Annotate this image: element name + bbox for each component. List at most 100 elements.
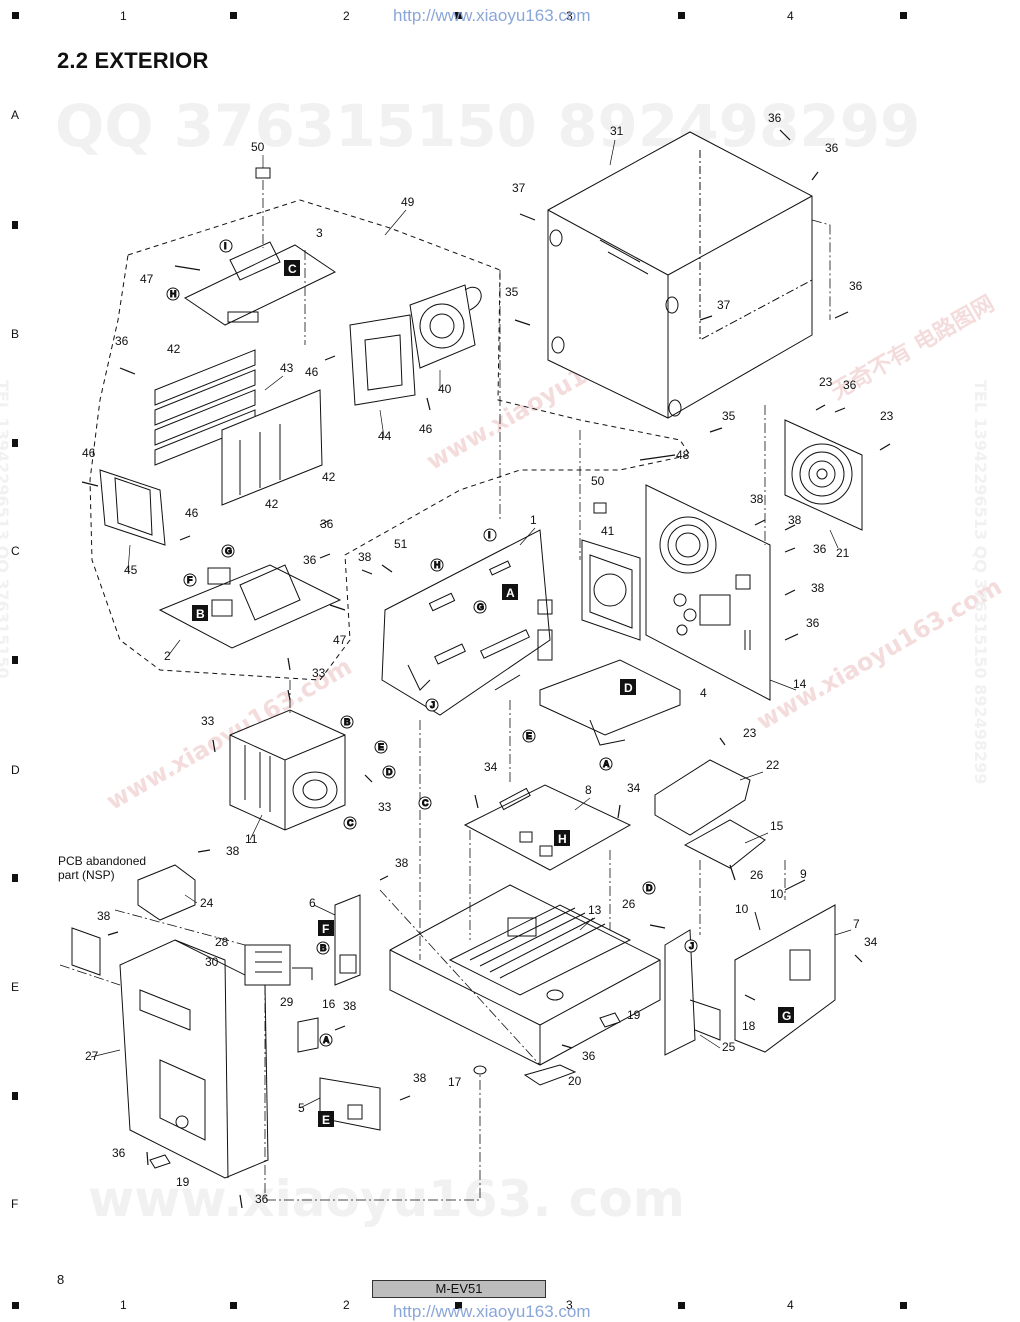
part-number-13: 13 — [588, 903, 602, 917]
part-number-38: 38 — [413, 1071, 427, 1085]
column-number-1: 1 — [120, 9, 127, 23]
part-number-46: 46 — [185, 506, 199, 520]
pcb-d — [539, 659, 681, 746]
part-number-50: 50 — [591, 474, 605, 488]
part-number-51: 51 — [394, 537, 408, 551]
pcb-c — [183, 241, 337, 326]
connector-i: I — [224, 241, 227, 251]
part-number-36: 36 — [813, 542, 827, 556]
part-number-38: 38 — [788, 513, 802, 527]
part-number-7: 7 — [853, 917, 860, 931]
transformer — [229, 709, 346, 831]
pcb-g — [734, 904, 836, 1053]
part-number-36: 36 — [303, 553, 317, 567]
rear-panel — [645, 484, 771, 701]
grid-marker — [455, 12, 462, 19]
row-label-d: D — [11, 763, 20, 777]
footer-column-number-4: 4 — [787, 1298, 794, 1312]
part-number-41: 41 — [601, 524, 615, 538]
grid-marker — [12, 12, 19, 19]
part-number-38: 38 — [395, 856, 409, 870]
part-number-16: 16 — [322, 997, 336, 1011]
part-number-10: 10 — [770, 887, 784, 901]
part-number-42: 42 — [167, 342, 181, 356]
front-panel — [119, 939, 269, 1179]
part-number-9: 9 — [800, 867, 807, 881]
part-number-1: 1 — [530, 513, 537, 527]
part-number-31: 31 — [610, 124, 624, 138]
watermark-qq: QQ 376315150 892498299 — [55, 92, 921, 160]
part-number-3: 3 — [316, 226, 323, 240]
watermark-bottom: www.xiaoyu163. com — [88, 1170, 685, 1228]
pcb-letter-a: A — [506, 586, 515, 600]
connector-a: A — [323, 1035, 330, 1045]
pcb-e — [319, 1077, 381, 1131]
part-number-33: 33 — [201, 714, 215, 728]
grid-marker — [230, 1302, 237, 1309]
frame-41 — [581, 539, 641, 641]
part-number-36: 36 — [768, 111, 782, 125]
grid-marker — [12, 221, 18, 229]
part-17 — [473, 1065, 487, 1075]
part-number-24: 24 — [200, 896, 214, 910]
footer-column-number-3: 3 — [566, 1298, 573, 1312]
footer-url[interactable]: http://www.xiaoyu163.com — [393, 1302, 591, 1321]
part-19 — [599, 1012, 621, 1028]
part-number-28: 28 — [215, 935, 229, 949]
header-url[interactable]: http://www.xiaoyu163.com — [393, 6, 591, 25]
connector-j: J — [689, 941, 694, 951]
part-20 — [523, 1064, 577, 1086]
footer-column-number-1: 1 — [120, 1298, 127, 1312]
part-number-callouts: 1 2 3 4 5 6 7 8 9 10 10 11 13 14 15 16 1… — [82, 111, 894, 1206]
grid-marker — [12, 439, 18, 447]
part-number-10: 10 — [735, 902, 749, 916]
grid-marker — [900, 1302, 907, 1309]
pcb-letter-d: D — [624, 681, 633, 695]
pcb-letter-h: H — [558, 832, 567, 846]
grid-marker — [455, 1302, 462, 1309]
part-number-23: 23 — [819, 375, 833, 389]
part-number-33: 33 — [378, 800, 392, 814]
part-number-11: 11 — [245, 832, 258, 846]
connector-b: B — [344, 717, 351, 727]
pcb-letter-b: B — [196, 607, 205, 621]
part-number-5: 5 — [298, 1101, 305, 1115]
connector-c: C — [347, 818, 354, 828]
part-number-38: 38 — [343, 999, 357, 1013]
part-number-23: 23 — [880, 409, 894, 423]
bracket-45 — [99, 469, 166, 546]
grid-marker — [230, 12, 237, 19]
part-50 — [593, 502, 607, 514]
connector-c: C — [422, 798, 429, 808]
part-number-36: 36 — [825, 141, 839, 155]
column-number-4: 4 — [787, 9, 794, 23]
grid-marker — [678, 1302, 685, 1309]
page-number: 8 — [57, 1272, 65, 1287]
part-number-46: 46 — [305, 365, 319, 379]
switch-block — [244, 944, 313, 986]
screws — [81, 129, 891, 1209]
pcb-f — [334, 894, 361, 986]
pcb-letter-e: E — [322, 1113, 330, 1127]
pcb-badges: A B C D E F G H — [192, 260, 794, 1127]
grid-marker — [12, 1302, 19, 1309]
connector-e: E — [378, 742, 384, 752]
part-number-38: 38 — [97, 909, 111, 923]
part-number-36: 36 — [320, 517, 334, 531]
model-name: M-EV51 — [372, 1280, 546, 1298]
part-number-36: 36 — [115, 334, 129, 348]
part-number-40: 40 — [438, 382, 452, 396]
part-number-42: 42 — [265, 497, 279, 511]
part-number-38: 38 — [811, 581, 825, 595]
part-number-6: 6 — [309, 896, 316, 910]
connector-i: I — [488, 530, 491, 540]
part-number-30: 30 — [205, 955, 219, 969]
part-number-15: 15 — [770, 819, 784, 833]
part-number-26: 26 — [622, 897, 636, 911]
part-number-47: 47 — [333, 633, 347, 647]
part-19 — [149, 1154, 171, 1169]
part-number-19: 19 — [627, 1008, 641, 1022]
part-number-21: 21 — [836, 546, 850, 560]
part-number-20: 20 — [568, 1074, 582, 1088]
part-number-19: 19 — [176, 1175, 190, 1189]
